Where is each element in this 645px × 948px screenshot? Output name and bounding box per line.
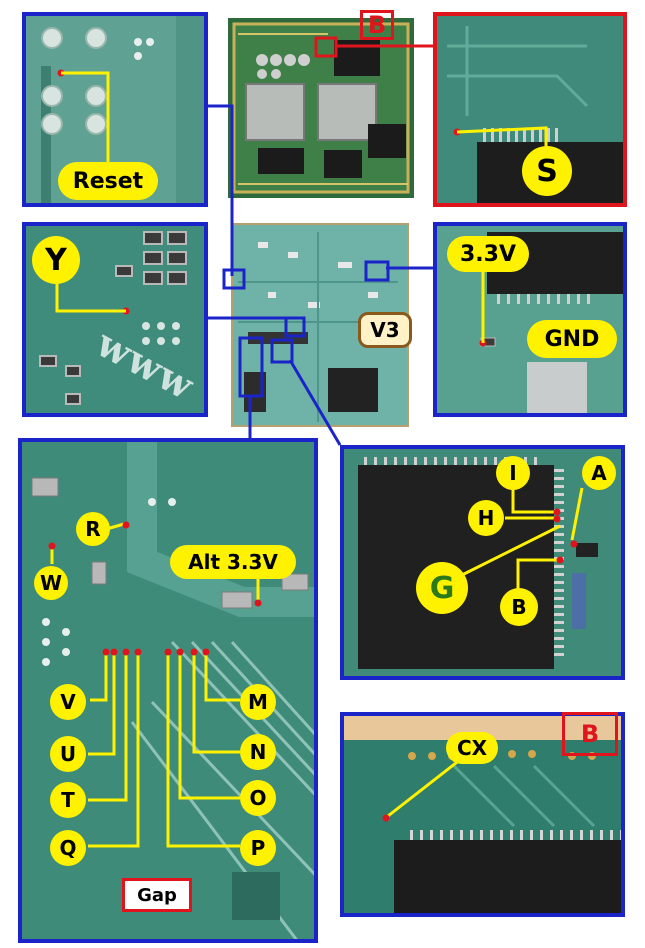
i-label: I (496, 456, 530, 490)
reset-panel-art (26, 16, 204, 203)
w-label: W (34, 566, 68, 600)
gap-label: Gap (122, 878, 192, 912)
h-point (553, 515, 561, 523)
alt33-label: Alt 3.3V (170, 545, 296, 579)
r-label: R (76, 512, 110, 546)
i-point (553, 508, 561, 516)
reset-point (57, 69, 65, 77)
s-point (453, 128, 461, 136)
s-label: S (522, 146, 572, 196)
p-point (164, 648, 172, 656)
y-point (122, 307, 130, 315)
b-point (556, 556, 564, 564)
v33-label: 3.3V (447, 236, 529, 272)
o-point (176, 648, 184, 656)
chip-panel (340, 445, 625, 680)
q-point (134, 648, 142, 656)
w-point (48, 542, 56, 550)
a-label: A (582, 456, 616, 490)
reset-label: Reset (58, 162, 158, 200)
mainboard-top-photo (228, 18, 414, 198)
t-point (122, 648, 130, 656)
n-label: N (240, 734, 276, 770)
v33-point (479, 339, 487, 347)
g-label: G (416, 562, 468, 614)
q-label: Q (50, 830, 86, 866)
reset-panel (22, 12, 208, 207)
t-label: T (50, 782, 86, 818)
h-label: H (468, 500, 504, 536)
n-point (190, 648, 198, 656)
b-label: B (500, 588, 538, 626)
mainboard-top-art (228, 18, 414, 198)
m-label: M (240, 684, 276, 720)
u-point (110, 648, 118, 656)
a-point (570, 540, 578, 548)
board-version-tag: V3 (358, 312, 412, 348)
o-label: O (240, 780, 276, 816)
m-point (202, 648, 210, 656)
board-b-tag-top: B (360, 10, 394, 40)
r-point (122, 521, 130, 529)
board-b-tag-bottom: B (562, 712, 618, 756)
chip-panel-art (344, 449, 621, 676)
alt33-point (254, 599, 262, 607)
y-label: Y (32, 236, 80, 284)
v-point (102, 648, 110, 656)
gnd-label: GND (527, 320, 617, 358)
p-label: P (240, 830, 276, 866)
cx-point (382, 814, 390, 822)
cx-label: CX (446, 732, 498, 764)
v-label: V (50, 684, 86, 720)
u-label: U (50, 736, 86, 772)
